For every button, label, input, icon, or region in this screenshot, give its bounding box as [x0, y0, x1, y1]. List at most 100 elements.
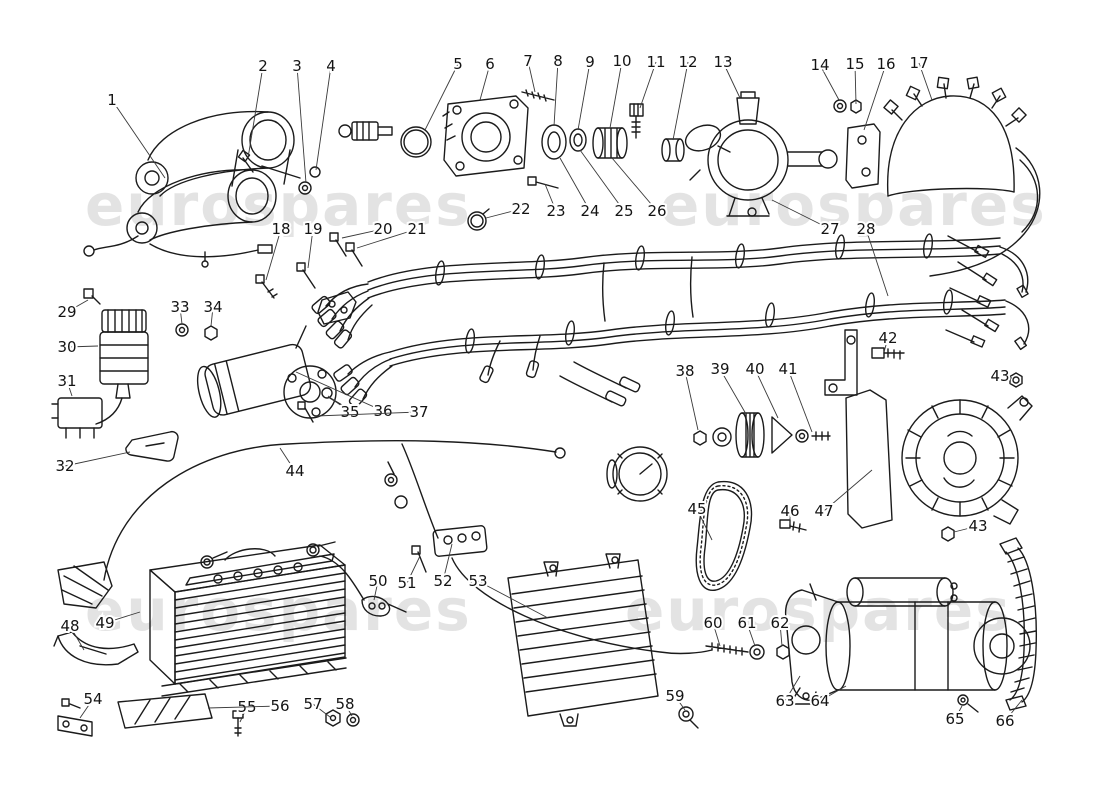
callout-37[interactable]: 37: [407, 401, 430, 423]
callout-13[interactable]: 13: [711, 51, 734, 73]
callout-14[interactable]: 14: [808, 54, 831, 76]
junction-block: [411, 525, 488, 573]
callout-10[interactable]: 10: [610, 50, 633, 72]
callout-50[interactable]: 50: [366, 570, 389, 592]
leader-line-10: [609, 60, 623, 129]
callout-23[interactable]: 23: [544, 200, 567, 222]
leader-line-27: [771, 199, 831, 230]
leader-line-57: [312, 703, 331, 718]
timing-belt: [695, 480, 807, 591]
callout-16[interactable]: 16: [874, 53, 897, 75]
callout-43[interactable]: 43: [966, 515, 989, 537]
callout-42[interactable]: 42: [876, 327, 899, 349]
callout-39[interactable]: 39: [708, 358, 731, 380]
callout-34[interactable]: 34: [201, 296, 224, 318]
callout-52[interactable]: 52: [431, 570, 454, 592]
callout-19[interactable]: 19: [301, 218, 324, 240]
battery-holddown-rod: [53, 631, 139, 666]
callout-58[interactable]: 58: [333, 693, 356, 715]
leader-line-11: [639, 61, 657, 109]
callout-28[interactable]: 28: [854, 218, 877, 240]
callout-26[interactable]: 26: [645, 200, 668, 222]
leader-line-62: [779, 622, 783, 647]
callout-11[interactable]: 11: [644, 51, 667, 73]
alternator: [845, 389, 1033, 542]
callout-57[interactable]: 57: [301, 693, 324, 715]
leader-line-34: [210, 306, 214, 327]
leader-line-35: [327, 395, 351, 413]
callout-1[interactable]: 1: [105, 89, 119, 111]
callout-29[interactable]: 29: [55, 301, 78, 323]
callout-21[interactable]: 21: [405, 218, 428, 240]
callout-41[interactable]: 41: [776, 358, 799, 380]
leader-line-19: [307, 228, 314, 269]
callout-22[interactable]: 22: [509, 198, 532, 220]
leader-line-64: [819, 685, 847, 702]
callout-32[interactable]: 32: [53, 455, 76, 477]
callout-25[interactable]: 25: [612, 200, 635, 222]
leader-line-2: [247, 65, 264, 159]
callout-49[interactable]: 49: [93, 612, 116, 634]
callout-5[interactable]: 5: [451, 53, 465, 75]
washer-pump-assembly: [83, 288, 149, 425]
callout-47[interactable]: 47: [812, 500, 835, 522]
callout-65[interactable]: 65: [943, 708, 966, 730]
callout-6[interactable]: 6: [483, 53, 497, 75]
callout-15[interactable]: 15: [843, 53, 866, 75]
callout-30[interactable]: 30: [55, 336, 78, 358]
wiper-motor: [196, 325, 351, 423]
callout-8[interactable]: 8: [551, 50, 565, 72]
callout-56[interactable]: 56: [268, 695, 291, 717]
leader-line-39: [719, 368, 747, 415]
ignition-wire-loom-lower: [333, 256, 1030, 408]
callout-59[interactable]: 59: [663, 685, 686, 707]
leader-line-32: [64, 451, 131, 467]
callout-66[interactable]: 66: [993, 710, 1016, 732]
leader-line-37: [315, 411, 420, 417]
callout-17[interactable]: 17: [907, 52, 930, 74]
leader-line-12: [672, 61, 689, 141]
leader-line-33: [179, 306, 183, 325]
callout-48[interactable]: 48: [58, 615, 81, 637]
callout-35[interactable]: 35: [338, 401, 361, 423]
leader-line-42: [883, 337, 889, 353]
callout-20[interactable]: 20: [371, 218, 394, 240]
leader-line-9: [577, 61, 591, 131]
mounting-bracket: [125, 430, 179, 462]
heat-shield: [507, 553, 659, 727]
leader-line-22: [485, 208, 522, 219]
callout-40[interactable]: 40: [743, 358, 766, 380]
callout-64[interactable]: 64: [808, 690, 831, 712]
callout-46[interactable]: 46: [778, 500, 801, 522]
callout-12[interactable]: 12: [676, 51, 699, 73]
leader-line-26: [611, 157, 658, 212]
callout-53[interactable]: 53: [466, 570, 489, 592]
callout-3[interactable]: 3: [290, 55, 304, 77]
leader-line-38: [684, 370, 699, 431]
callout-62[interactable]: 62: [768, 612, 791, 634]
callout-45[interactable]: 45: [685, 498, 708, 520]
callout-31[interactable]: 31: [55, 370, 78, 392]
callout-63[interactable]: 63: [773, 690, 796, 712]
callout-18[interactable]: 18: [269, 218, 292, 240]
callout-61[interactable]: 61: [735, 612, 758, 634]
callout-43[interactable]: 43: [988, 365, 1011, 387]
distributor: [684, 91, 881, 217]
callout-51[interactable]: 51: [395, 572, 418, 594]
callout-7[interactable]: 7: [521, 50, 535, 72]
callout-60[interactable]: 60: [701, 612, 724, 634]
callout-54[interactable]: 54: [81, 688, 104, 710]
callout-24[interactable]: 24: [578, 200, 601, 222]
callout-27[interactable]: 27: [818, 218, 841, 240]
callout-33[interactable]: 33: [168, 296, 191, 318]
callout-44[interactable]: 44: [283, 460, 306, 482]
callout-9[interactable]: 9: [583, 51, 597, 73]
callout-36[interactable]: 36: [371, 400, 394, 422]
callout-4[interactable]: 4: [324, 55, 338, 77]
leader-line-21: [356, 228, 418, 249]
leader-line-3: [296, 65, 307, 184]
small-fasteners: [175, 323, 218, 341]
callout-2[interactable]: 2: [256, 55, 270, 77]
leader-line-50: [373, 580, 379, 601]
callout-38[interactable]: 38: [673, 360, 696, 382]
